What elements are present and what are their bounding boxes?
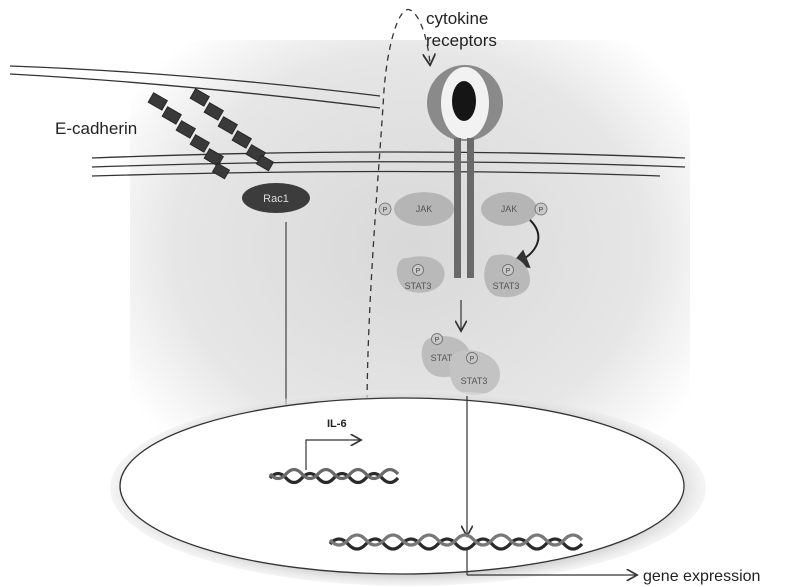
phospho-stat3-left-label: P: [416, 268, 421, 275]
cytokine-label: cytokine: [426, 9, 488, 28]
rac1-label: Rac1: [263, 193, 289, 205]
stat3-right-label: STAT3: [493, 281, 520, 291]
phospho-jak-right-label: P: [539, 207, 544, 214]
phospho-jak-left-label: P: [383, 207, 388, 214]
gene-expression-label: gene expression: [643, 568, 760, 585]
stat3-left-label: STAT3: [405, 281, 432, 291]
stat3-dimer-b-label: STAT3: [461, 376, 488, 386]
phospho-dimer-b-label: P: [470, 356, 475, 363]
il6-label: IL-6: [327, 418, 347, 430]
receptors-label: receptors: [426, 31, 497, 50]
phospho-stat3-right-label: P: [506, 268, 511, 275]
jak-right-label: JAK: [501, 204, 518, 214]
nucleus: [120, 398, 684, 574]
phospho-dimer-a-label: P: [435, 337, 440, 344]
jak-left-label: JAK: [416, 204, 433, 214]
e-cadherin-label: E-cadherin: [55, 119, 137, 138]
